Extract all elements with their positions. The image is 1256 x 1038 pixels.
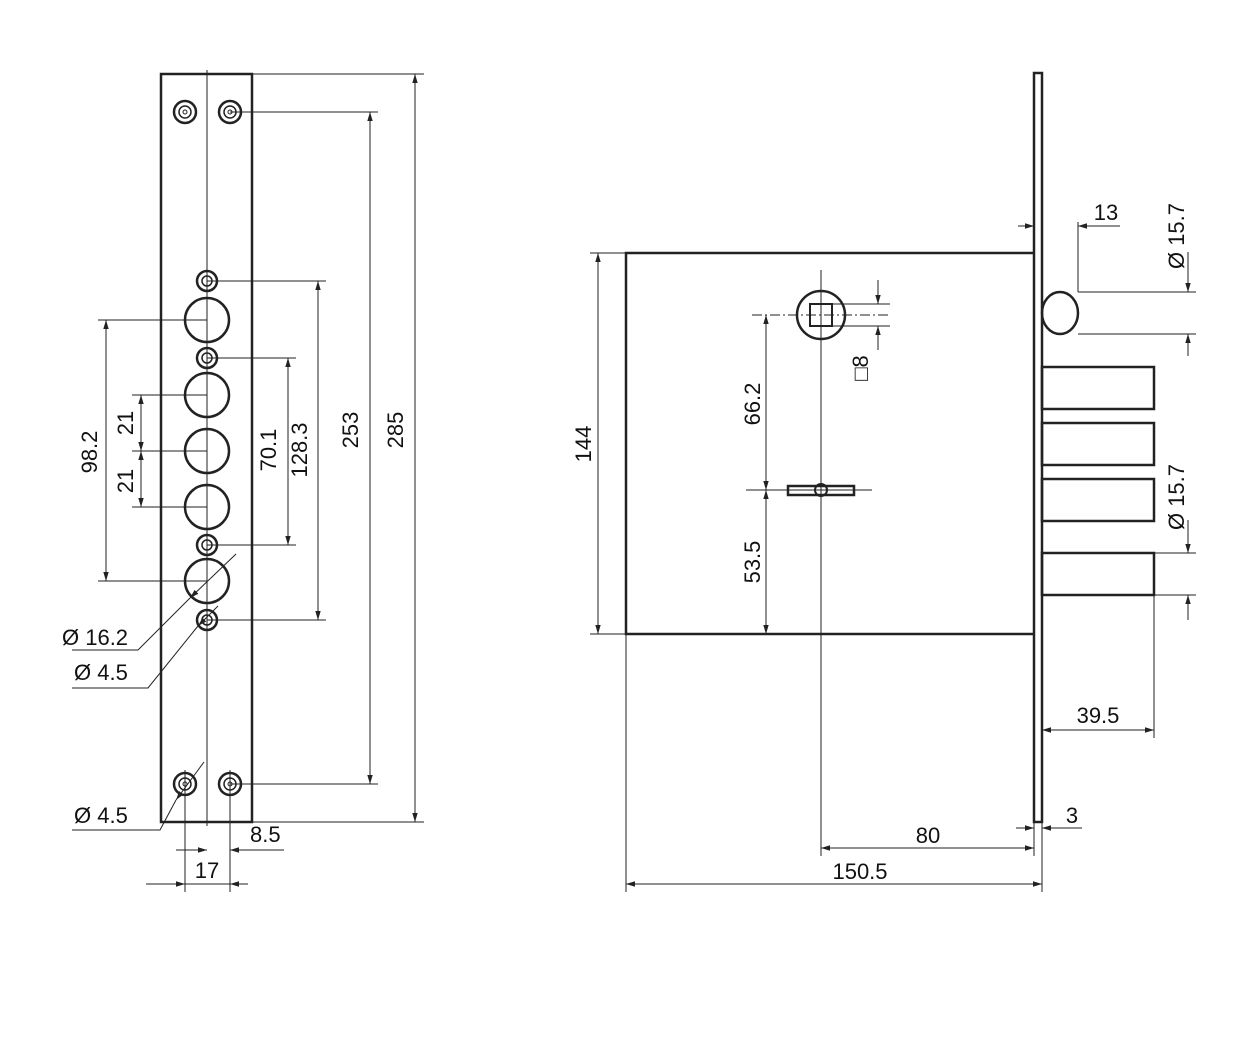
lock-body-view (624, 71, 1156, 856)
dim-outer-holes-label: 128.3 (287, 422, 312, 477)
dim-plate-thickness-label: 3 (1066, 803, 1078, 828)
dim-bolt-dia-label: Ø 15.7 (1164, 464, 1189, 530)
dim-key-to-bottom-label: 53.5 (740, 541, 765, 584)
bolt (1040, 551, 1156, 597)
mount-hole (172, 99, 198, 125)
dim-bolt-throw-label: 39.5 (1077, 703, 1120, 728)
dim-height-label: 144 (571, 426, 596, 463)
lock-body-dimensions (590, 222, 1196, 892)
lock-case-outline (624, 251, 1034, 636)
bolt (1040, 477, 1156, 523)
bolt (1040, 421, 1156, 467)
dim-span-bolts-label: 98.2 (77, 431, 102, 474)
dim-latch-gap-label: 13 (1094, 200, 1118, 225)
dim-spindle-square-label: □8 (848, 355, 873, 381)
dim-backset-label: 80 (916, 823, 940, 848)
dim-total-width-label: 150.5 (832, 859, 887, 884)
strike-plate-view (159, 70, 254, 892)
dim-length-label: 285 (383, 412, 408, 449)
dim-edge-offset-label: 8.5 (250, 822, 281, 847)
latch (1040, 290, 1080, 336)
hole-dia-small-label: Ø 4.5 (74, 660, 128, 685)
dim-mount-holes-label: 253 (338, 412, 363, 449)
dim-hole-spacing-label: 17 (195, 858, 219, 883)
dim-latch-dia-label: Ø 15.7 (1164, 203, 1189, 269)
dim-spindle-to-key-label: 66.2 (740, 383, 765, 426)
bolt (1040, 365, 1156, 411)
hole-dia-bolt-label: Ø 16.2 (62, 625, 128, 650)
dim-inner-holes-label: 70.1 (256, 429, 281, 472)
mount-hole (172, 771, 198, 797)
dim-pitch-label: 21 (113, 411, 138, 435)
strike-plate-dimensions (72, 73, 424, 887)
hole-dia-mount-label: Ø 4.5 (74, 803, 128, 828)
dim-pitch-label-2: 21 (113, 469, 138, 493)
